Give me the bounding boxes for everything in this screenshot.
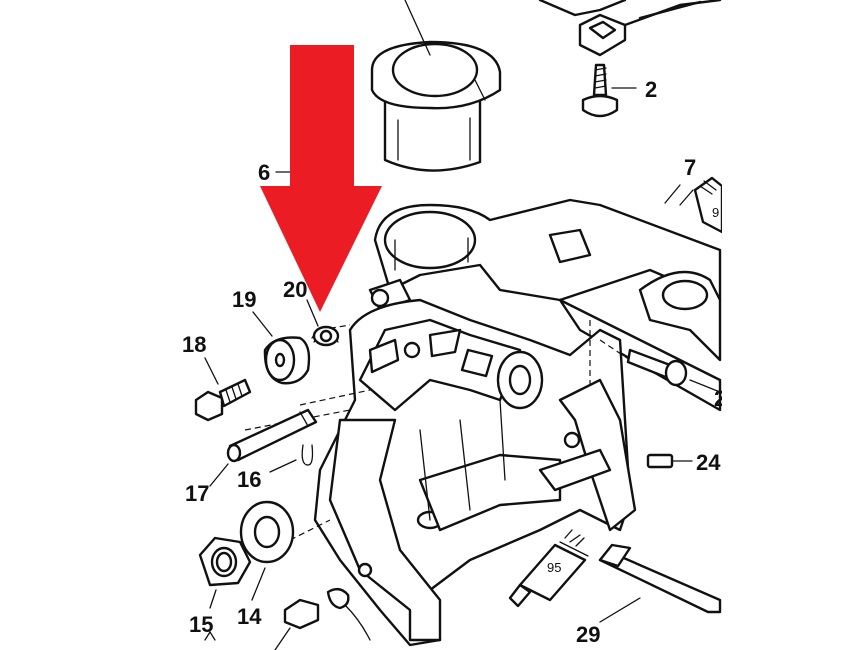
grease-tube-95: 95 (508, 529, 589, 608)
bolt-part-18 (194, 357, 252, 422)
bracket-part (538, 0, 722, 57)
pin-part-17 (209, 408, 318, 487)
screw-part-2 (581, 63, 637, 118)
label-15: 15 (189, 612, 213, 637)
label-17: 17 (185, 481, 209, 506)
bolt-part-22 (626, 348, 721, 393)
right-margin (722, 0, 850, 650)
nut-part-15 (198, 536, 252, 641)
rod-part-29 (598, 543, 722, 623)
block-part-24 (646, 453, 693, 469)
label-2: 2 (645, 77, 657, 102)
red-arrow-icon (260, 45, 382, 312)
label-18: 18 (182, 332, 206, 357)
swivel-bracket-body (313, 198, 722, 647)
label-9: 9 (712, 205, 719, 220)
label-24: 24 (696, 450, 721, 475)
label-7: 7 (684, 155, 696, 180)
label-16: 16 (237, 467, 261, 492)
label-29: 29 (576, 622, 600, 647)
label-6: 6 (258, 160, 270, 185)
label-19: 19 (232, 287, 256, 312)
grease-fitting (274, 587, 371, 650)
roller-part-19 (252, 311, 311, 385)
bushing-part (370, 0, 502, 172)
label-14: 14 (237, 604, 262, 629)
washer-part-14 (239, 500, 295, 601)
label-95: 95 (547, 560, 561, 575)
label-20: 20 (283, 277, 307, 302)
spring-part-20 (306, 299, 340, 347)
cotter-part-16 (269, 444, 314, 473)
